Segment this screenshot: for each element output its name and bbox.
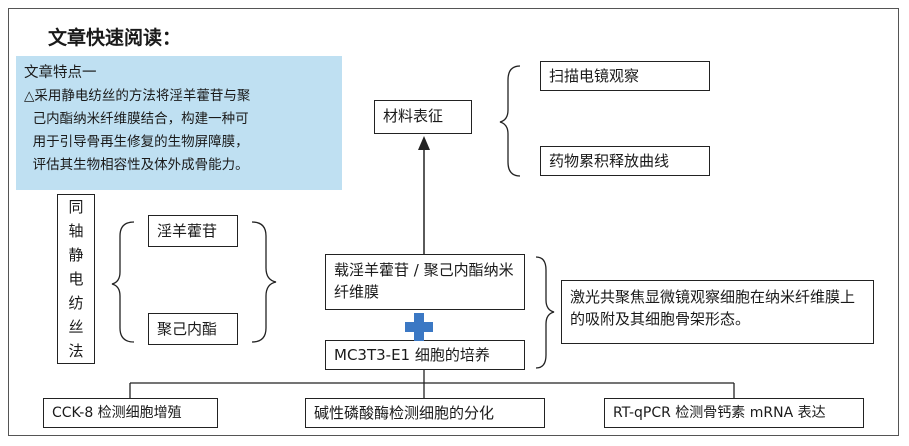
release-curve-label: 药物累积释放曲线 [549,152,670,170]
cck8-box: CCK-8 检测细胞增殖 [43,398,218,428]
arrow-up-head [418,136,430,150]
feature-heading: 文章特点一 [24,65,97,81]
brace-observation [535,256,555,369]
method-label-box: 同轴静电纺丝法 [57,194,95,364]
method-label-char: 轴 [68,222,84,240]
loaded-membrane-box: 载淫羊藿苷 / 聚己内酯纳米纤维膜 [325,254,525,310]
material-box-icariin: 淫羊藿苷 [148,215,238,247]
right-brace-materials [251,221,277,343]
method-label-char: 丝 [68,318,84,336]
confocal-observation-box: 激光共聚焦显微镜观察细胞在纳米纤维膜上的吸附及其细胞骨架形态。 [561,280,874,344]
cell-culture-label: MC3T3-E1 细胞的培养 [334,346,490,364]
plus-icon [405,313,433,341]
sem-box: 扫描电镜观察 [540,61,710,91]
method-label-char: 静 [68,246,84,264]
diagram-title: 文章快速阅读： [48,27,182,49]
brace-characterization [499,65,521,177]
rtqpcr-box: RT-qPCR 检测骨钙素 mRNA 表达 [604,398,864,428]
cell-culture-box: MC3T3-E1 细胞的培养 [325,340,525,370]
feature-panel: 文章特点一 △采用静电纺丝的方法将淫羊藿苷与聚 己内酯纳米纤维膜结合，构建一种可… [16,56,342,190]
material-box-pcl: 聚己内酯 [148,313,238,345]
diagram-frame [8,8,899,436]
material-label-icariin: 淫羊藿苷 [157,222,218,240]
loaded-membrane-label: 载淫羊藿苷 / 聚己内酯纳米纤维膜 [334,261,514,301]
left-brace-materials [111,221,135,343]
material-label-pcl: 聚己内酯 [157,320,218,338]
characterization-label: 材料表征 [383,107,444,125]
alp-box: 碱性磷酸酶检测细胞的分化 [305,398,545,428]
feature-text: △采用静电纺丝的方法将淫羊藿苷与聚 己内酯纳米纤维膜结合，构建一种可 用于引导骨… [24,88,251,173]
sem-label: 扫描电镜观察 [549,67,640,85]
release-curve-box: 药物累积释放曲线 [540,146,710,176]
method-label-char: 法 [68,342,84,360]
rtqpcr-label: RT-qPCR 检测骨钙素 mRNA 表达 [613,405,826,421]
method-label-char: 同 [68,198,84,216]
alp-label: 碱性磷酸酶检测细胞的分化 [314,404,495,422]
cck8-label: CCK-8 检测细胞增殖 [52,405,182,421]
method-label-char: 纺 [68,294,84,312]
method-label-char: 电 [68,270,84,288]
confocal-observation-label: 激光共聚焦显微镜观察细胞在纳米纤维膜上的吸附及其细胞骨架形态。 [570,288,856,328]
characterization-box: 材料表征 [374,100,472,134]
